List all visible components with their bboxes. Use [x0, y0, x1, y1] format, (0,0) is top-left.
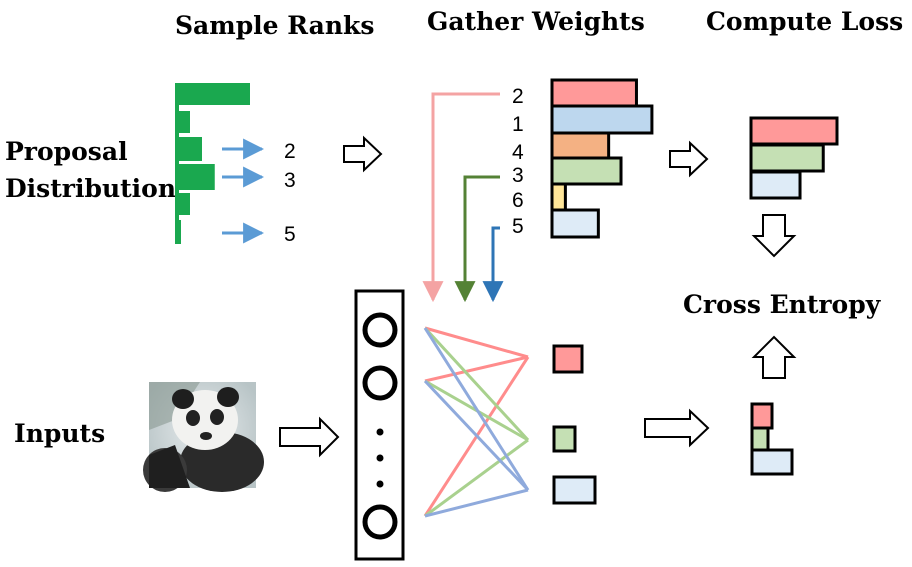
gathered-rank-label: 5	[512, 215, 524, 238]
output-bar	[750, 426, 770, 452]
connection-pink	[424, 355, 529, 383]
label-inputs: Inputs	[14, 419, 105, 448]
neuron-circle	[362, 365, 398, 401]
weight-bar	[550, 182, 567, 212]
label-cross-entropy: Cross Entropy	[683, 290, 882, 319]
connection-blue	[424, 488, 529, 518]
header-sample-ranks: Sample Ranks	[175, 11, 374, 40]
connection-green	[423, 326, 530, 442]
proposal-distribution-bars	[175, 83, 250, 244]
output-probability-bars	[750, 402, 794, 476]
sampled-rank-label: 5	[284, 223, 296, 246]
gathered-rank-label: 3	[512, 164, 524, 187]
right-arrow-logits-to-outputs	[644, 408, 710, 448]
hidden-layer	[354, 289, 405, 561]
sampled-rank-label: 3	[284, 169, 296, 192]
connections	[423, 326, 530, 518]
proposal-bar	[175, 83, 250, 105]
gathered-rank-label: 2	[512, 85, 524, 108]
right-arrow-proposal-to-weights	[343, 135, 383, 173]
down-arrow-loss-to-cross-entropy	[751, 214, 797, 258]
ellipsis-dot	[376, 428, 384, 436]
connection-pink	[424, 326, 529, 359]
loss-bar	[749, 143, 825, 173]
gather-arrow-green	[454, 175, 500, 303]
header-compute-loss: Compute Loss	[706, 7, 903, 36]
loss-bar	[749, 170, 802, 200]
up-arrow-outputs-to-cross-entropy	[751, 335, 797, 379]
panda-image	[143, 382, 264, 492]
gathered-rank-label: 4	[512, 141, 524, 164]
weight-bar	[550, 78, 638, 108]
gathered-weight-bars	[550, 78, 654, 239]
connection-blue	[423, 327, 530, 491]
header-gather-weights: Gather Weights	[427, 7, 645, 36]
logit-square	[552, 475, 597, 505]
logit-square	[552, 425, 577, 453]
logit-squares	[552, 344, 597, 505]
right-arrow-weights-to-loss	[669, 140, 709, 178]
right-arrow-inputs-to-network	[279, 416, 340, 458]
weight-bar	[550, 156, 623, 186]
weight-bar	[550, 208, 600, 239]
connection-green	[424, 438, 529, 518]
block-arrows	[279, 135, 797, 458]
logit-square	[552, 344, 584, 374]
neuron-circle	[362, 312, 398, 348]
proposal-bar	[175, 164, 215, 190]
connection-blue	[423, 379, 530, 492]
label-distribution: Distribution	[5, 174, 176, 203]
sample-arrows	[222, 138, 265, 244]
proposal-bar	[175, 137, 202, 161]
ellipsis-dot	[376, 480, 384, 488]
ellipsis-dot	[376, 454, 384, 462]
loss-bars	[749, 116, 839, 200]
sampled-rank-label: 2	[284, 140, 296, 163]
label-proposal: Proposal	[5, 137, 128, 166]
proposal-axis	[175, 83, 179, 243]
gather-arrows	[422, 92, 504, 303]
neuron-circle	[362, 504, 398, 540]
gather-arrow-blue	[482, 226, 504, 303]
weight-bar	[550, 104, 654, 135]
output-bar	[750, 402, 774, 430]
gathered-rank-label: 6	[512, 189, 524, 212]
gather-arrow-pink	[422, 92, 500, 303]
weight-bar	[550, 131, 611, 160]
loss-bar	[749, 116, 839, 146]
output-bar	[750, 448, 794, 476]
gathered-rank-label: 1	[512, 113, 524, 136]
